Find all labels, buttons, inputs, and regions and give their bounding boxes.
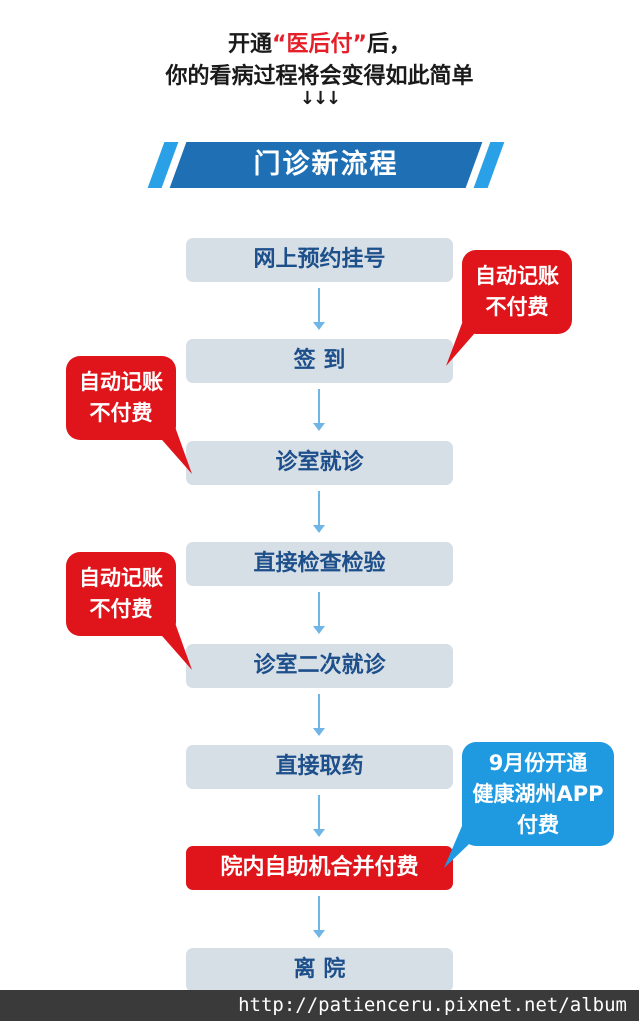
callout-line: 健康湖州APP — [472, 781, 604, 806]
step-check-in: 签 到 — [186, 339, 453, 383]
callout-auto-billing: 自动记账 不付费 — [66, 356, 176, 440]
callout-line: 9月份开通 — [488, 750, 588, 775]
flow-arrow — [313, 389, 325, 431]
flow-arrow — [313, 592, 325, 634]
callout-app-payment: 9月份开通 健康湖州APP 付费 — [462, 742, 614, 846]
intro-line-1: 开通“医后付”后， — [0, 26, 639, 58]
step-examination: 直接检查检验 — [186, 542, 453, 586]
step-combined-payment: 院内自助机合并付费 — [186, 846, 453, 890]
step-consultation: 诊室就诊 — [186, 441, 453, 485]
step-leave-hospital: 离 院 — [186, 948, 453, 992]
intro-line-2: 你的看病过程将会变得如此简单 — [165, 64, 474, 89]
watermark-bar: http://patienceru.pixnet.net/album — [0, 990, 639, 1021]
callout-auto-billing: 自动记账 不付费 — [462, 250, 572, 334]
flow-arrow — [313, 288, 325, 330]
flow-arrow — [313, 896, 325, 938]
callout-line: 不付费 — [89, 401, 153, 425]
step-online-booking: 网上预约挂号 — [186, 238, 453, 282]
section-banner: 门诊新流程 — [147, 142, 505, 188]
intro-suffix: 后， — [366, 32, 411, 57]
callout-line: 不付费 — [89, 597, 153, 621]
flow-arrow — [313, 491, 325, 533]
step-second-consultation: 诊室二次就诊 — [186, 644, 453, 688]
callout-line: 付费 — [517, 812, 559, 837]
flow-arrow — [313, 694, 325, 736]
down-arrows: ↓↓↓ — [299, 88, 341, 109]
callout-auto-billing: 自动记账 不付费 — [66, 552, 176, 636]
callout-line: 自动记账 — [79, 370, 163, 394]
flow-arrow — [313, 795, 325, 837]
banner-title: 门诊新流程 — [253, 149, 399, 180]
callout-line: 自动记账 — [475, 264, 559, 288]
intro-highlight: “医后付” — [272, 32, 367, 57]
callout-line: 自动记账 — [79, 566, 163, 590]
intro-prefix: 开通 — [228, 32, 273, 57]
callout-line: 不付费 — [485, 295, 549, 319]
step-get-medicine: 直接取药 — [186, 745, 453, 789]
